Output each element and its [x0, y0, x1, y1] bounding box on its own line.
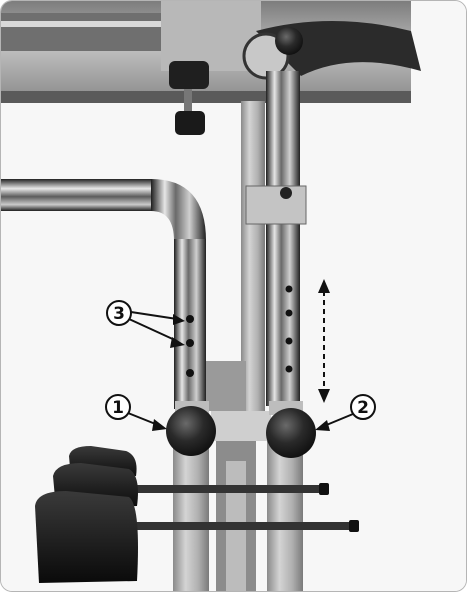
right-lower-tube	[267, 441, 303, 591]
upper-arm	[242, 21, 421, 80]
callout-1: 1	[105, 394, 167, 431]
callout-1-label: 1	[112, 398, 124, 418]
callout-2: 2	[315, 394, 376, 431]
callout-2-label: 2	[357, 398, 369, 418]
pads	[35, 446, 138, 583]
height-adjust-arrow	[318, 279, 330, 403]
chrome-rail	[1, 179, 206, 409]
clamp-knob	[169, 61, 209, 135]
rear-post	[241, 101, 265, 411]
right-knob	[266, 401, 316, 458]
telescopic-tube	[245, 71, 307, 406]
left-knob	[166, 401, 216, 456]
left-lower-tube	[173, 441, 209, 591]
horizontal-rods	[131, 483, 359, 532]
callout-3: 3	[106, 300, 185, 348]
callout-3-label: 3	[113, 304, 125, 324]
